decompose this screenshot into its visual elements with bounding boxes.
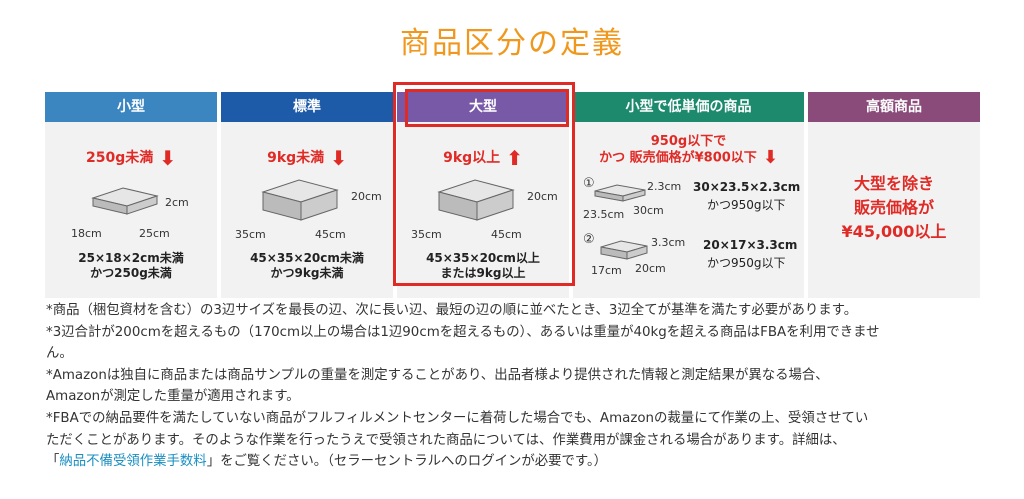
column-lowprice: 小型で低単価の商品 950g以下で かつ 販売価格が¥800以下 ⬇ ① 2.3c… bbox=[573, 92, 804, 298]
arrow-down-icon: ⬇ bbox=[159, 146, 176, 170]
column-standard: 標準 9kg未満 ⬇ 20cm 35cm 45cm 45×35×20cm未満 かつ… bbox=[221, 92, 393, 298]
page-title: 商品区分の定義 bbox=[400, 26, 624, 61]
footnote-3a: *Amazonは独自に商品または商品サンプルの重量を測定することがあり、出品者様… bbox=[46, 367, 829, 383]
dim-width-large: 35cm bbox=[411, 228, 442, 241]
column-highvalue: 高額商品 大型を除き 販売価格が ¥45,000以上 bbox=[808, 92, 980, 298]
header-standard: 標準 bbox=[221, 92, 393, 122]
box-small-icon bbox=[91, 187, 159, 215]
highlight-frame-large bbox=[393, 82, 575, 286]
header-lowprice: 小型で低単価の商品 bbox=[573, 92, 804, 122]
lowprice-condition-price: かつ 販売価格が¥800以下 bbox=[599, 150, 757, 166]
dim-width-small: 18cm bbox=[71, 227, 102, 240]
footnote-2a: *3辺合計が200cmを超えるもの（170cm以上の場合は1辺90cmを超えるも… bbox=[46, 324, 880, 340]
category-table: 小型 250g未満 ⬇ 2cm 18cm 25cm 25×18×2cm未満 かつ2… bbox=[45, 92, 988, 298]
footnote-1: *商品（梱包資材を含む）の3辺サイズを最長の辺、次に長い辺、最短の辺の順に並べた… bbox=[46, 303, 858, 318]
footnote-2b: ん。 bbox=[46, 346, 73, 362]
box-flat-icon bbox=[594, 184, 646, 202]
dim-height-small: 2cm bbox=[165, 196, 189, 209]
box-large-icon bbox=[437, 179, 515, 221]
dim-height-large: 20cm bbox=[527, 190, 558, 203]
highlight-frame-large-header bbox=[405, 89, 569, 127]
dim-depth-small: 25cm bbox=[139, 227, 170, 240]
header-large: 大型 bbox=[397, 92, 569, 122]
fee-details-link[interactable]: 納品不備受領作業手数料 bbox=[59, 454, 207, 470]
dim-height-standard: 20cm bbox=[351, 190, 382, 203]
column-small: 小型 250g未満 ⬇ 2cm 18cm 25cm 25×18×2cm未満 かつ2… bbox=[45, 92, 217, 298]
lowprice-option-2: ② 3.3cm 17cm 20cm 20×17×3.3cm かつ950g以下 bbox=[583, 232, 798, 277]
footnote-4c: 「納品不備受領作業手数料」をご覧ください。（セラーセントラルへのログインが必要で… bbox=[46, 454, 608, 470]
footnotes: *商品（梱包資材を含む）の3辺サイズを最長の辺、次に長い辺、最短の辺の順に並べた… bbox=[46, 300, 986, 473]
arrow-down-icon: ⬇ bbox=[762, 147, 778, 168]
dim-width-standard: 35cm bbox=[235, 228, 266, 241]
note-standard-size: 45×35×20cm未満 bbox=[250, 251, 364, 265]
highvalue-line-1: 大型を除き bbox=[853, 174, 934, 193]
weight-limit-standard: 9kg未満 bbox=[267, 150, 325, 166]
footnote-3b: Amazonが測定した重量が適用されます。 bbox=[46, 389, 300, 405]
highvalue-line-2: 販売価格が bbox=[853, 198, 934, 217]
weight-limit-small: 250g未満 bbox=[85, 150, 154, 166]
dim-depth-standard: 45cm bbox=[315, 228, 346, 241]
note-large-weight: または9kg以上 bbox=[440, 266, 526, 280]
highvalue-line-3: ¥45,000以上 bbox=[841, 222, 947, 241]
arrow-up-icon: ⬆ bbox=[506, 146, 523, 170]
dim-depth-large: 45cm bbox=[491, 228, 522, 241]
footnote-4a: *FBAでの納品要件を満たしていない商品がフルフィルメントセンターに着荷した場合… bbox=[46, 410, 869, 426]
box-flat-icon bbox=[600, 240, 648, 260]
box-standard-icon bbox=[261, 179, 339, 221]
footnote-4b: ただくことがあります。そのような作業を行ったうえで受領された商品については、作業… bbox=[46, 432, 846, 448]
header-highvalue: 高額商品 bbox=[808, 92, 980, 122]
note-large-size: 45×35×20cm以上 bbox=[426, 251, 540, 265]
arrow-down-icon: ⬇ bbox=[330, 146, 347, 170]
lowprice-condition-weight: 950g以下で bbox=[650, 134, 727, 149]
column-large: 大型 9kg以上 ⬆ 20cm 35cm 45cm 45×35×20cm以上 また… bbox=[397, 92, 569, 298]
lowprice-option-1: ① 2.3cm 23.5cm 30cm 30×23.5×2.3cm かつ950g… bbox=[583, 176, 801, 221]
note-small-weight: かつ250g未満 bbox=[90, 266, 172, 280]
note-small-size: 25×18×2cm未満 bbox=[78, 251, 184, 265]
weight-limit-large: 9kg以上 bbox=[443, 150, 501, 166]
header-small: 小型 bbox=[45, 92, 217, 122]
note-standard-weight: かつ9kg未満 bbox=[270, 266, 344, 280]
